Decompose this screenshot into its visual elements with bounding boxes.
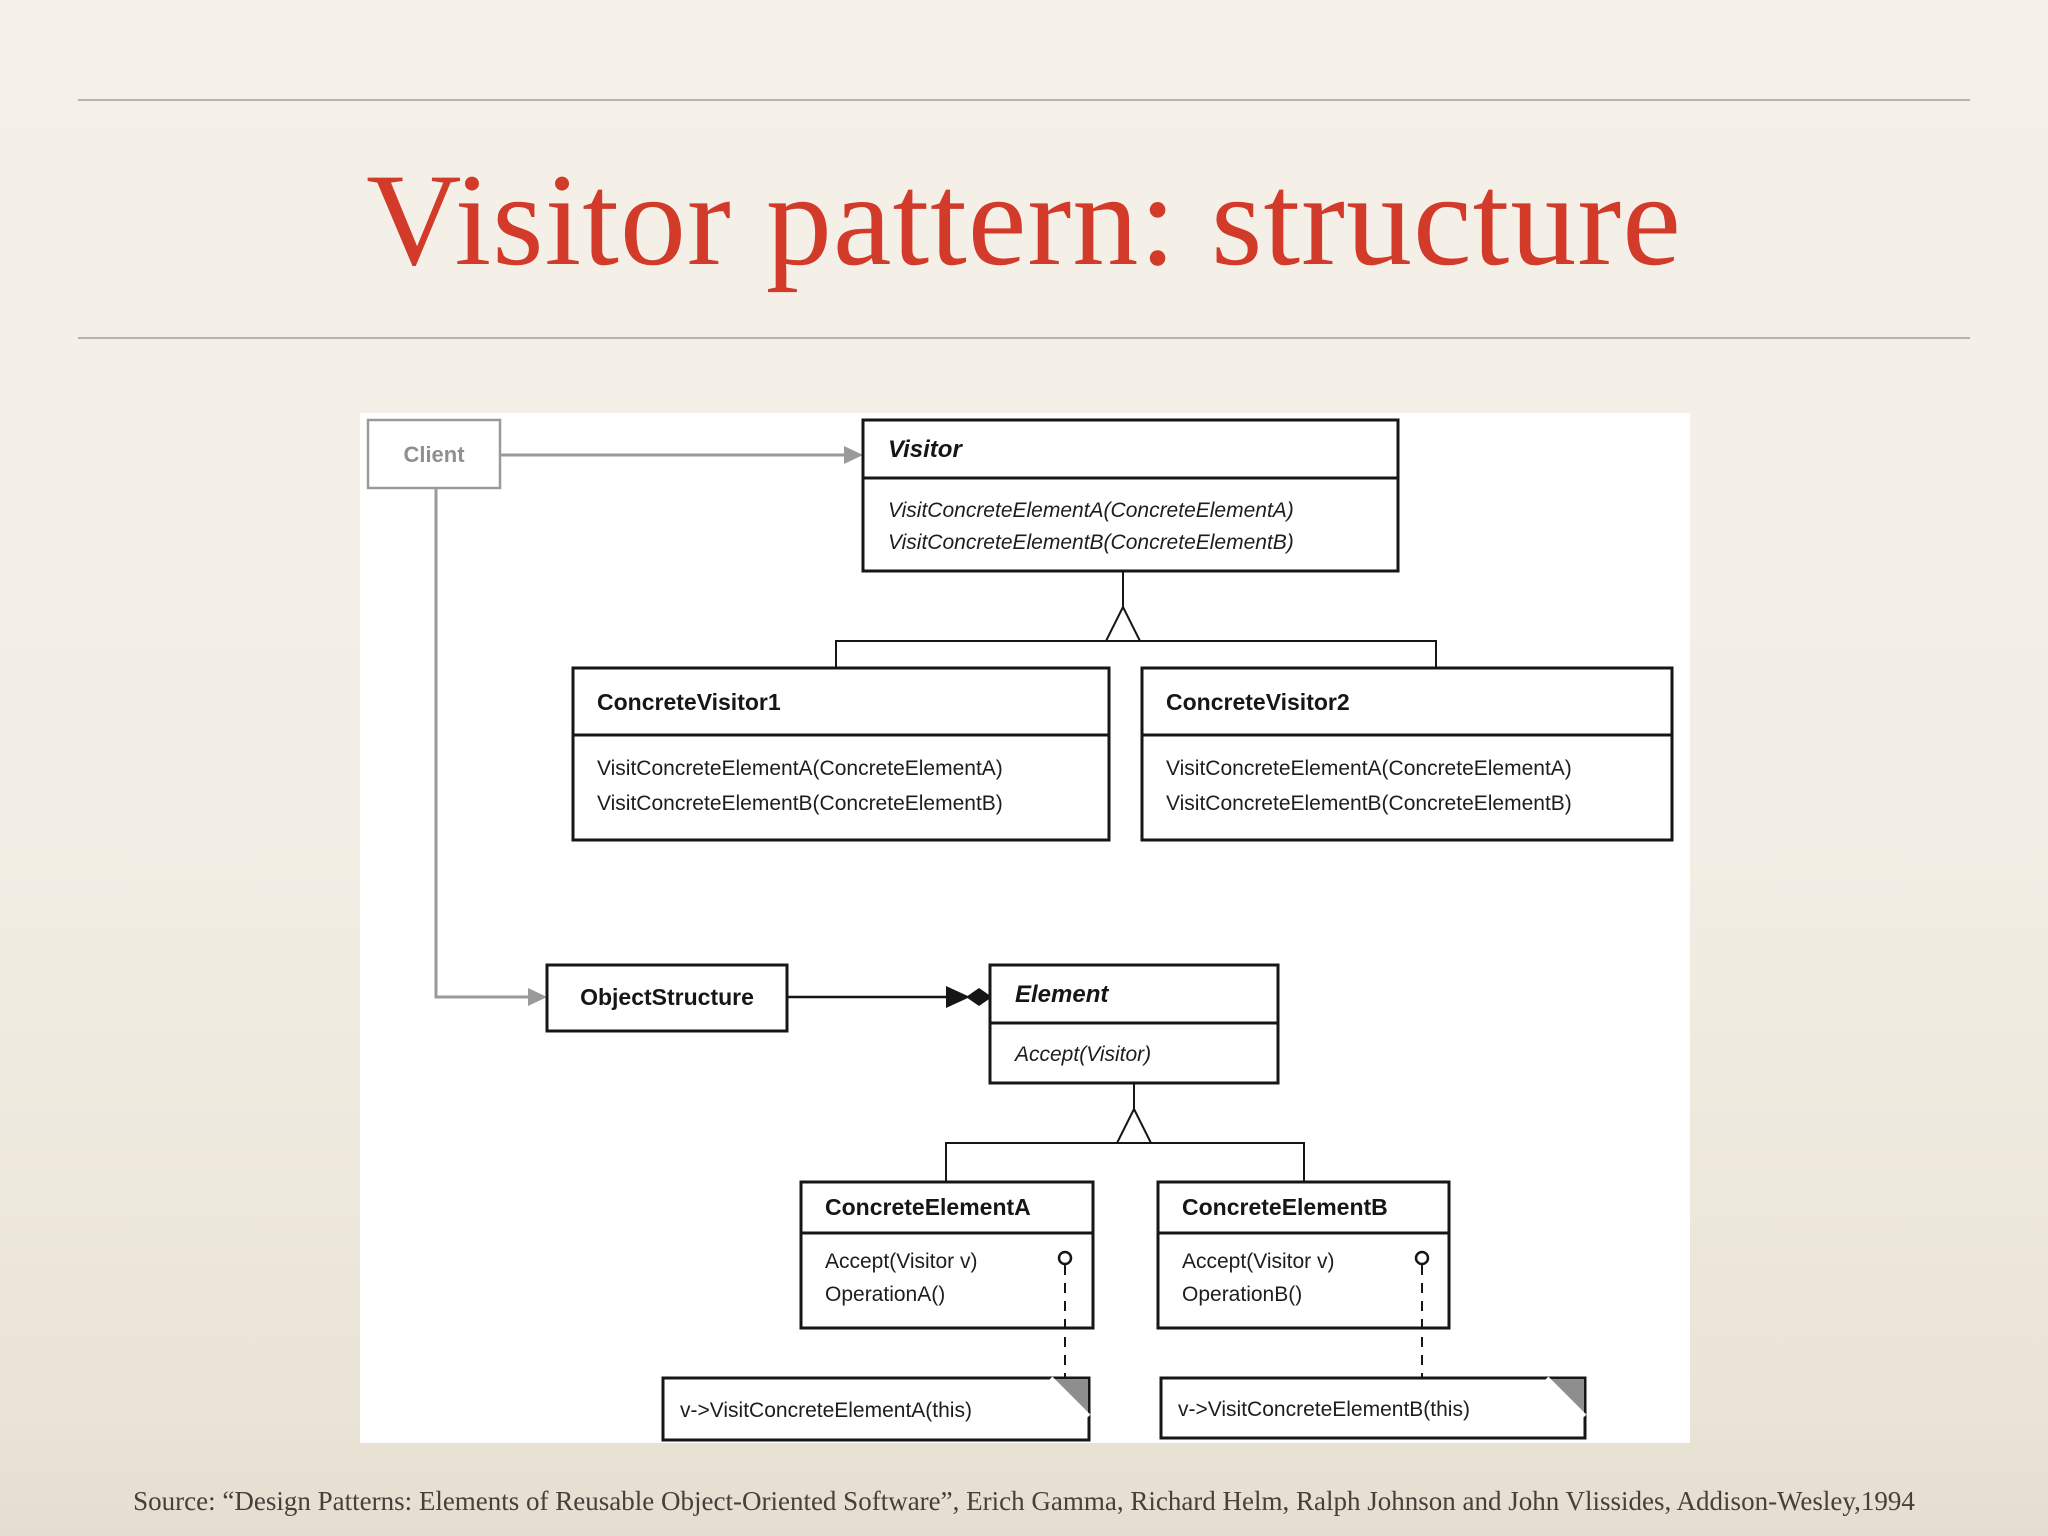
concrete-element-b-class-box: ConcreteElementB Accept(Visitor v) Opera…	[1156, 1180, 1451, 1330]
concrete-visitor2-class-box: ConcreteVisitor2 VisitConcreteElementA(C…	[1140, 666, 1674, 842]
visitor-method: VisitConcreteElementB(ConcreteElementB)	[888, 531, 1294, 554]
concrete-element-b-method: Accept(Visitor v)	[1182, 1250, 1335, 1273]
visitor-method: VisitConcreteElementA(ConcreteElementA)	[888, 499, 1294, 522]
client-to-visitor-arrow	[500, 446, 863, 464]
visitor-inheritance-connector	[835, 571, 1437, 668]
object-structure-class-box: ObjectStructure	[545, 963, 789, 1033]
visitor-class-name: Visitor	[888, 436, 963, 463]
note-b-anchor-link	[1414, 1250, 1430, 1377]
note-anchor-circle-icon	[1057, 1250, 1073, 1266]
divider-under-title	[78, 337, 1970, 339]
concrete-visitor1-method: VisitConcreteElementA(ConcreteElementA)	[597, 757, 1003, 780]
concrete-element-a-class-box: ConcreteElementA Accept(Visitor v) Opera…	[799, 1180, 1095, 1330]
inheritance-branch-line	[945, 1142, 1305, 1182]
concrete-element-b-class-name: ConcreteElementB	[1182, 1194, 1388, 1220]
arrowhead-icon	[528, 988, 547, 1006]
concrete-visitor1-box-rect	[571, 666, 1111, 842]
inheritance-triangle-icon	[1104, 604, 1142, 642]
navigability-arrow-icon	[946, 986, 970, 1008]
concrete-visitor1-class-name: ConcreteVisitor1	[597, 689, 781, 715]
inheritance-branch-line	[835, 640, 1437, 668]
divider-top	[78, 99, 1970, 101]
note-b: v->VisitConcreteElementB(this)	[1159, 1376, 1587, 1440]
object-structure-box-rect	[545, 963, 789, 1033]
note-fold-crease	[1049, 1376, 1091, 1418]
concrete-element-a-method: Accept(Visitor v)	[825, 1250, 978, 1273]
element-class-box: Element Accept(Visitor)	[988, 963, 1280, 1085]
concrete-visitor1-method: VisitConcreteElementB(ConcreteElementB)	[597, 792, 1003, 815]
concrete-visitor2-method: VisitConcreteElementA(ConcreteElementA)	[1166, 757, 1572, 780]
objectstructure-element-link	[787, 986, 992, 1008]
note-fold-crease	[1545, 1376, 1587, 1418]
concrete-element-b-box-rect	[1156, 1180, 1451, 1330]
visitor-box-rect	[861, 418, 1400, 573]
concrete-visitor2-box-rect	[1140, 666, 1674, 842]
visitor-class-box: Visitor VisitConcreteElementA(ConcreteEl…	[861, 418, 1400, 573]
uml-diagram-panel: Client Visitor VisitConcreteElementA(Con…	[360, 413, 1690, 1443]
arrowhead-icon	[844, 446, 863, 464]
note-b-text: v->VisitConcreteElementB(this)	[1178, 1398, 1470, 1421]
concrete-element-a-class-name: ConcreteElementA	[825, 1194, 1031, 1220]
concrete-element-a-method: OperationA()	[825, 1283, 945, 1306]
client-objectstructure-line	[434, 488, 528, 999]
concrete-visitor1-class-box: ConcreteVisitor1 VisitConcreteElementA(C…	[571, 666, 1111, 842]
note-b-rect	[1159, 1376, 1587, 1440]
visitor-uml-diagram: Client Visitor VisitConcreteElementA(Con…	[366, 418, 1674, 1442]
element-class-name: Element	[1015, 981, 1109, 1008]
page-title: Visitor pattern: structure	[366, 145, 1682, 293]
concrete-visitor2-method: VisitConcreteElementB(ConcreteElementB)	[1166, 792, 1572, 815]
client-label: Client	[403, 442, 465, 467]
note-a-text: v->VisitConcreteElementA(this)	[680, 1399, 972, 1422]
element-method: Accept(Visitor)	[1013, 1043, 1151, 1066]
note-a-anchor-link	[1057, 1250, 1073, 1377]
client-to-objectstructure-arrow	[434, 488, 547, 1006]
inheritance-triangle-icon	[1115, 1106, 1153, 1144]
concrete-element-b-method: OperationB()	[1182, 1283, 1302, 1306]
object-structure-class-name: ObjectStructure	[580, 984, 754, 1010]
aggregation-diamond-icon	[966, 988, 992, 1006]
note-a: v->VisitConcreteElementA(this)	[661, 1376, 1091, 1442]
note-anchor-circle-icon	[1414, 1250, 1430, 1266]
note-a-rect	[661, 1376, 1091, 1442]
client-class-box: Client	[366, 418, 502, 490]
concrete-visitor2-class-name: ConcreteVisitor2	[1166, 689, 1350, 715]
source-citation: Source: “Design Patterns: Elements of Re…	[133, 1486, 1915, 1516]
concrete-element-a-box-rect	[799, 1180, 1095, 1330]
element-inheritance-connector	[945, 1083, 1305, 1182]
